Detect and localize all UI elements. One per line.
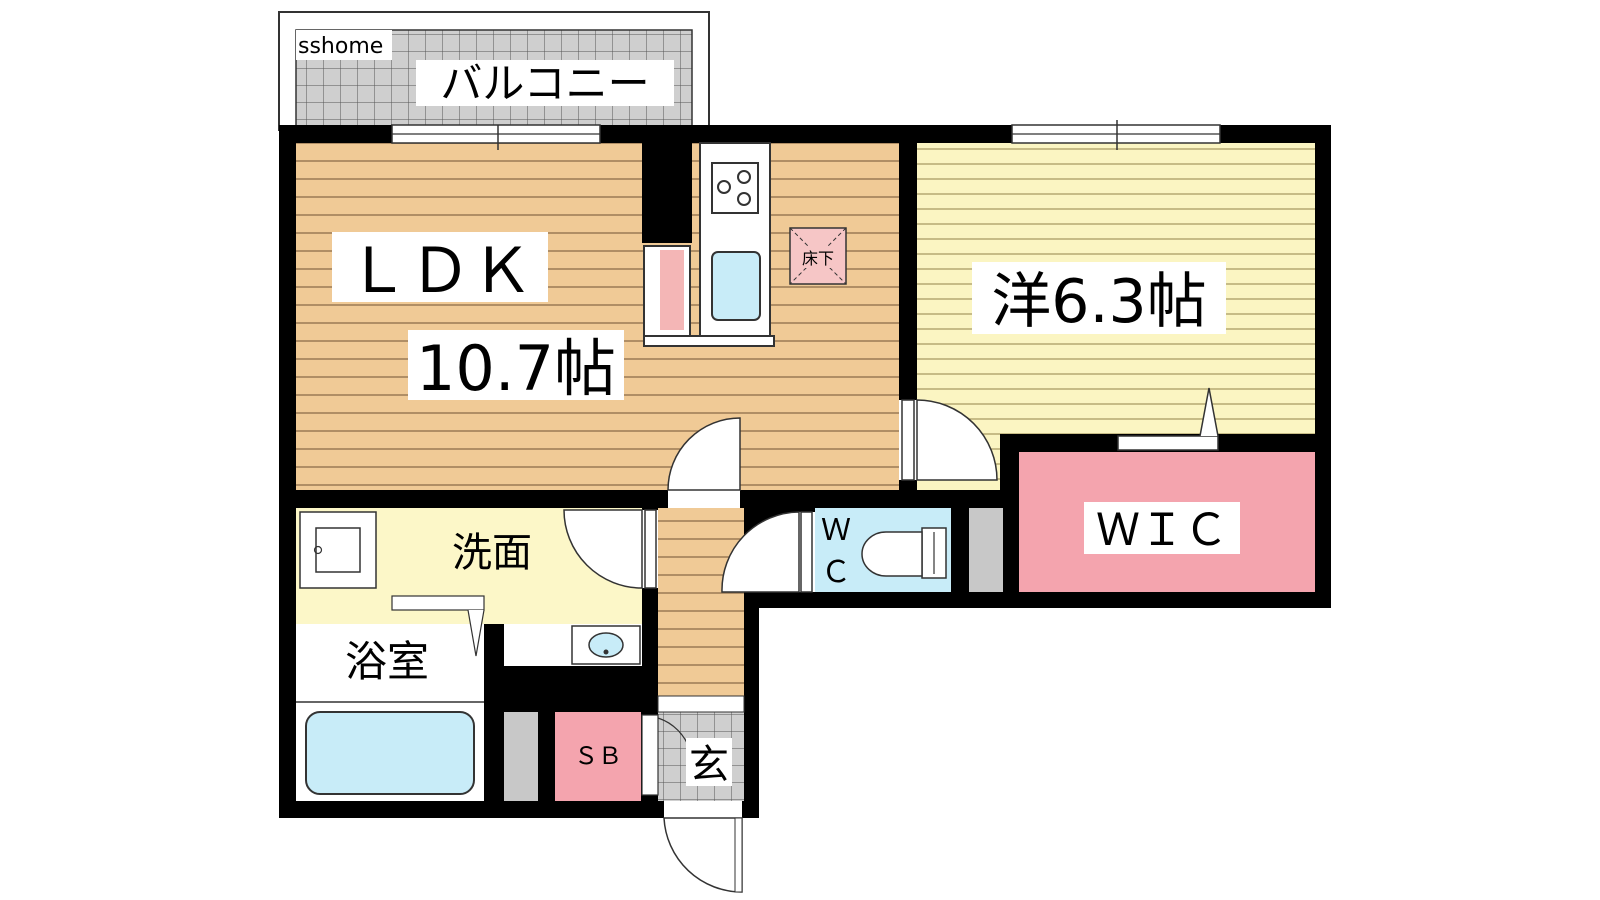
bath-door-fold — [467, 609, 485, 657]
corridor-floor — [658, 508, 744, 696]
wc-door-swing — [721, 511, 800, 593]
western-door-leaf — [901, 399, 915, 481]
western-door-swing — [916, 399, 998, 481]
western-room-label: 洋6.3帖 — [991, 267, 1206, 337]
closet-grey-2 — [504, 712, 538, 801]
ldk-size-label: 10.7帖 — [416, 332, 616, 405]
underfloor-label: 床下 — [802, 249, 834, 268]
wic-door-arrow — [1199, 387, 1219, 437]
stove — [711, 162, 759, 214]
ldk-door-opening — [668, 490, 740, 508]
balcony-label-bg — [416, 60, 674, 106]
stove-burner-icon — [717, 180, 731, 194]
counter-bar — [643, 335, 775, 347]
washroom-label: 洗面 — [452, 530, 532, 576]
vanity-basin — [588, 632, 624, 658]
entrance-step — [657, 695, 745, 713]
kitchen-sink — [711, 251, 761, 321]
fridge — [660, 250, 684, 330]
underfloor-label-bg — [796, 246, 840, 268]
wic-label-bg — [1084, 502, 1240, 554]
bath-label: 浴室 — [345, 637, 429, 686]
entrance-door-swing — [663, 817, 743, 893]
watermark: sshome — [298, 34, 383, 59]
bath-door-frame — [391, 595, 485, 611]
stove-burner-icon — [737, 192, 751, 206]
ldk-size-bg — [408, 330, 624, 400]
ldk-door-swing — [667, 417, 741, 491]
washing-machine — [299, 511, 377, 589]
ldk-floor — [296, 143, 899, 490]
wc-label-w: Ｗ — [821, 513, 851, 548]
ldk-label-bg — [332, 232, 548, 302]
wic-door — [1117, 435, 1219, 451]
washroom-door-swing — [563, 509, 643, 589]
entrance-door-leaf — [734, 817, 743, 893]
stove-burner-icon — [737, 170, 751, 184]
western-label-bg — [972, 262, 1226, 334]
wic-label: ＷＩＣ — [1096, 505, 1228, 556]
ldk-label: ＬＤＫ — [347, 234, 533, 307]
shoebox-floor — [555, 712, 641, 801]
washing-machine-drum — [315, 527, 361, 573]
kitchen-pillar — [642, 143, 692, 243]
entrance-label-bg — [686, 738, 732, 786]
underfloor-cross — [789, 227, 847, 285]
vanity-drain-icon — [603, 649, 609, 655]
balcony-label: バルコニー — [440, 59, 649, 108]
entrance-label: 玄 — [689, 742, 729, 788]
shoebox-door — [641, 714, 659, 796]
wc-door-leaf — [800, 511, 813, 593]
shoebox-label: ＳＢ — [574, 742, 622, 770]
bathtub — [305, 711, 475, 795]
washing-machine-drain-icon — [313, 545, 323, 555]
watermark-bg — [296, 30, 392, 60]
closet-grey-1 — [969, 508, 1003, 592]
underfloor-cross — [789, 227, 847, 285]
wc-label-c: Ｃ — [821, 555, 851, 590]
toilet-bowl — [861, 531, 923, 577]
washroom-door-leaf — [644, 509, 657, 589]
entrance-door-opening — [664, 801, 742, 818]
